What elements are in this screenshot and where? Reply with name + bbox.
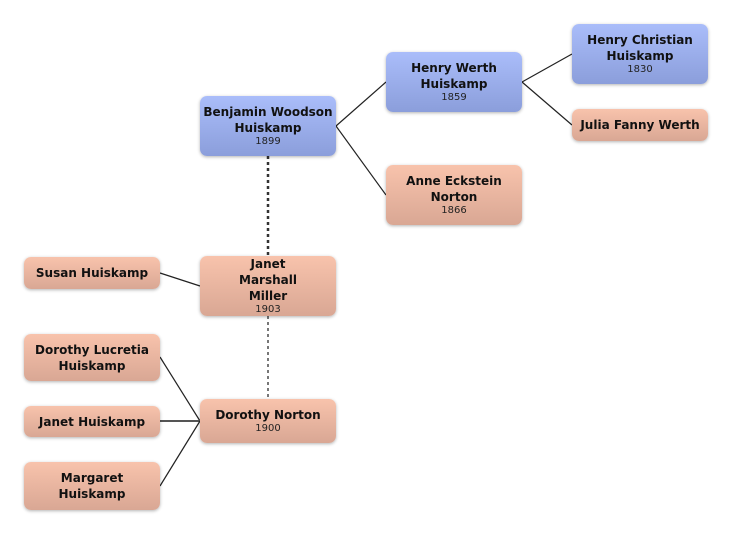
person-anne[interactable]: Anne Eckstein Norton 1866 — [386, 165, 522, 225]
person-dorothy-norton[interactable]: Dorothy Norton 1900 — [200, 399, 336, 443]
person-year: 1903 — [255, 304, 281, 315]
person-name: Susan Huiskamp — [35, 266, 149, 280]
person-year: 1859 — [441, 92, 467, 103]
person-name: Henry Christian Huiskamp — [587, 33, 693, 63]
person-name: Dorothy Norton — [215, 408, 321, 422]
line-dorothyl-dorothy — [159, 356, 201, 422]
person-henry-christian[interactable]: Henry Christian Huiskamp 1830 — [572, 24, 708, 84]
person-name: Anne Eckstein Norton — [406, 174, 502, 204]
person-year: 1899 — [255, 136, 281, 147]
line-henry-henrychristian — [521, 53, 573, 83]
person-janet-marshall[interactable]: Janet Marshall Miller 1903 — [200, 256, 336, 316]
line-susan-janet — [159, 272, 201, 287]
person-year: 1900 — [255, 423, 281, 434]
person-name: Margaret Huiskamp — [58, 471, 126, 501]
person-henry-werth[interactable]: Henry Werth Huiskamp 1859 — [386, 52, 522, 112]
person-name: Janet Marshall Miller — [239, 257, 297, 303]
person-name: Henry Werth Huiskamp — [411, 61, 497, 91]
person-year: 1830 — [627, 64, 653, 75]
person-name: Janet Huiskamp — [38, 414, 146, 429]
person-janet[interactable]: Janet Huiskamp — [24, 406, 160, 437]
person-margaret[interactable]: Margaret Huiskamp — [24, 462, 160, 510]
line-margaret-dorothy — [159, 420, 201, 487]
line-benjamin-henry — [335, 81, 387, 127]
person-julia[interactable]: Julia Fanny Werth — [572, 109, 708, 141]
line-benjamin-anne — [335, 125, 387, 196]
person-name: Benjamin Woodson Huiskamp — [203, 105, 333, 135]
person-susan[interactable]: Susan Huiskamp — [24, 257, 160, 289]
person-name: Julia Fanny Werth — [580, 118, 700, 132]
person-dorothy-lucretia[interactable]: Dorothy Lucretia Huiskamp — [24, 334, 160, 381]
line-henry-julia — [521, 81, 573, 126]
person-year: 1866 — [441, 205, 467, 216]
person-name: Dorothy Lucretia Huiskamp — [35, 342, 149, 373]
person-benjamin[interactable]: Benjamin Woodson Huiskamp 1899 — [200, 96, 336, 156]
